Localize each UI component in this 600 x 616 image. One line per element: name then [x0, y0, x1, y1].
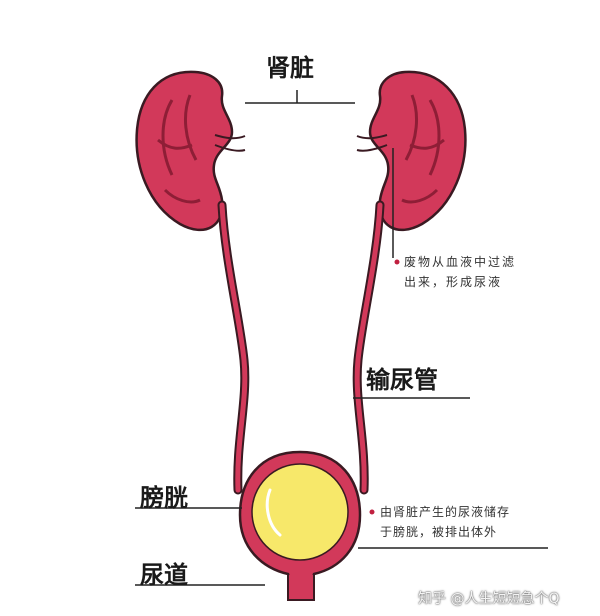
kidney-note: 废物从血液中过滤 出来，形成尿液 — [404, 252, 516, 292]
label-urethra: 尿道 — [140, 561, 188, 589]
kidney-note-line-1: 废物从血液中过滤 — [404, 255, 517, 269]
label-bladder: 膀胱 — [140, 484, 188, 512]
bladder-note-line-2: 于膀胱，被排出体外 — [380, 525, 498, 539]
bladder — [238, 450, 362, 601]
kidney-note-line-2: 出来，形成尿液 — [404, 275, 503, 289]
bladder-note: 由肾脏产生的尿液储存 于膀胱，被排出体外 — [380, 502, 510, 542]
ureters — [217, 200, 385, 495]
leader-lines — [135, 90, 548, 586]
left-kidney — [135, 70, 246, 232]
right-kidney — [356, 70, 467, 232]
label-ureter: 输尿管 — [366, 366, 438, 394]
bladder-note-bullet — [369, 509, 375, 515]
label-kidney: 肾脏 — [266, 54, 314, 82]
kidney-note-bullet — [394, 259, 400, 265]
bladder-note-line-1: 由肾脏产生的尿液储存 — [380, 505, 511, 519]
watermark: 知乎 @人生短短急个Q — [418, 591, 560, 607]
